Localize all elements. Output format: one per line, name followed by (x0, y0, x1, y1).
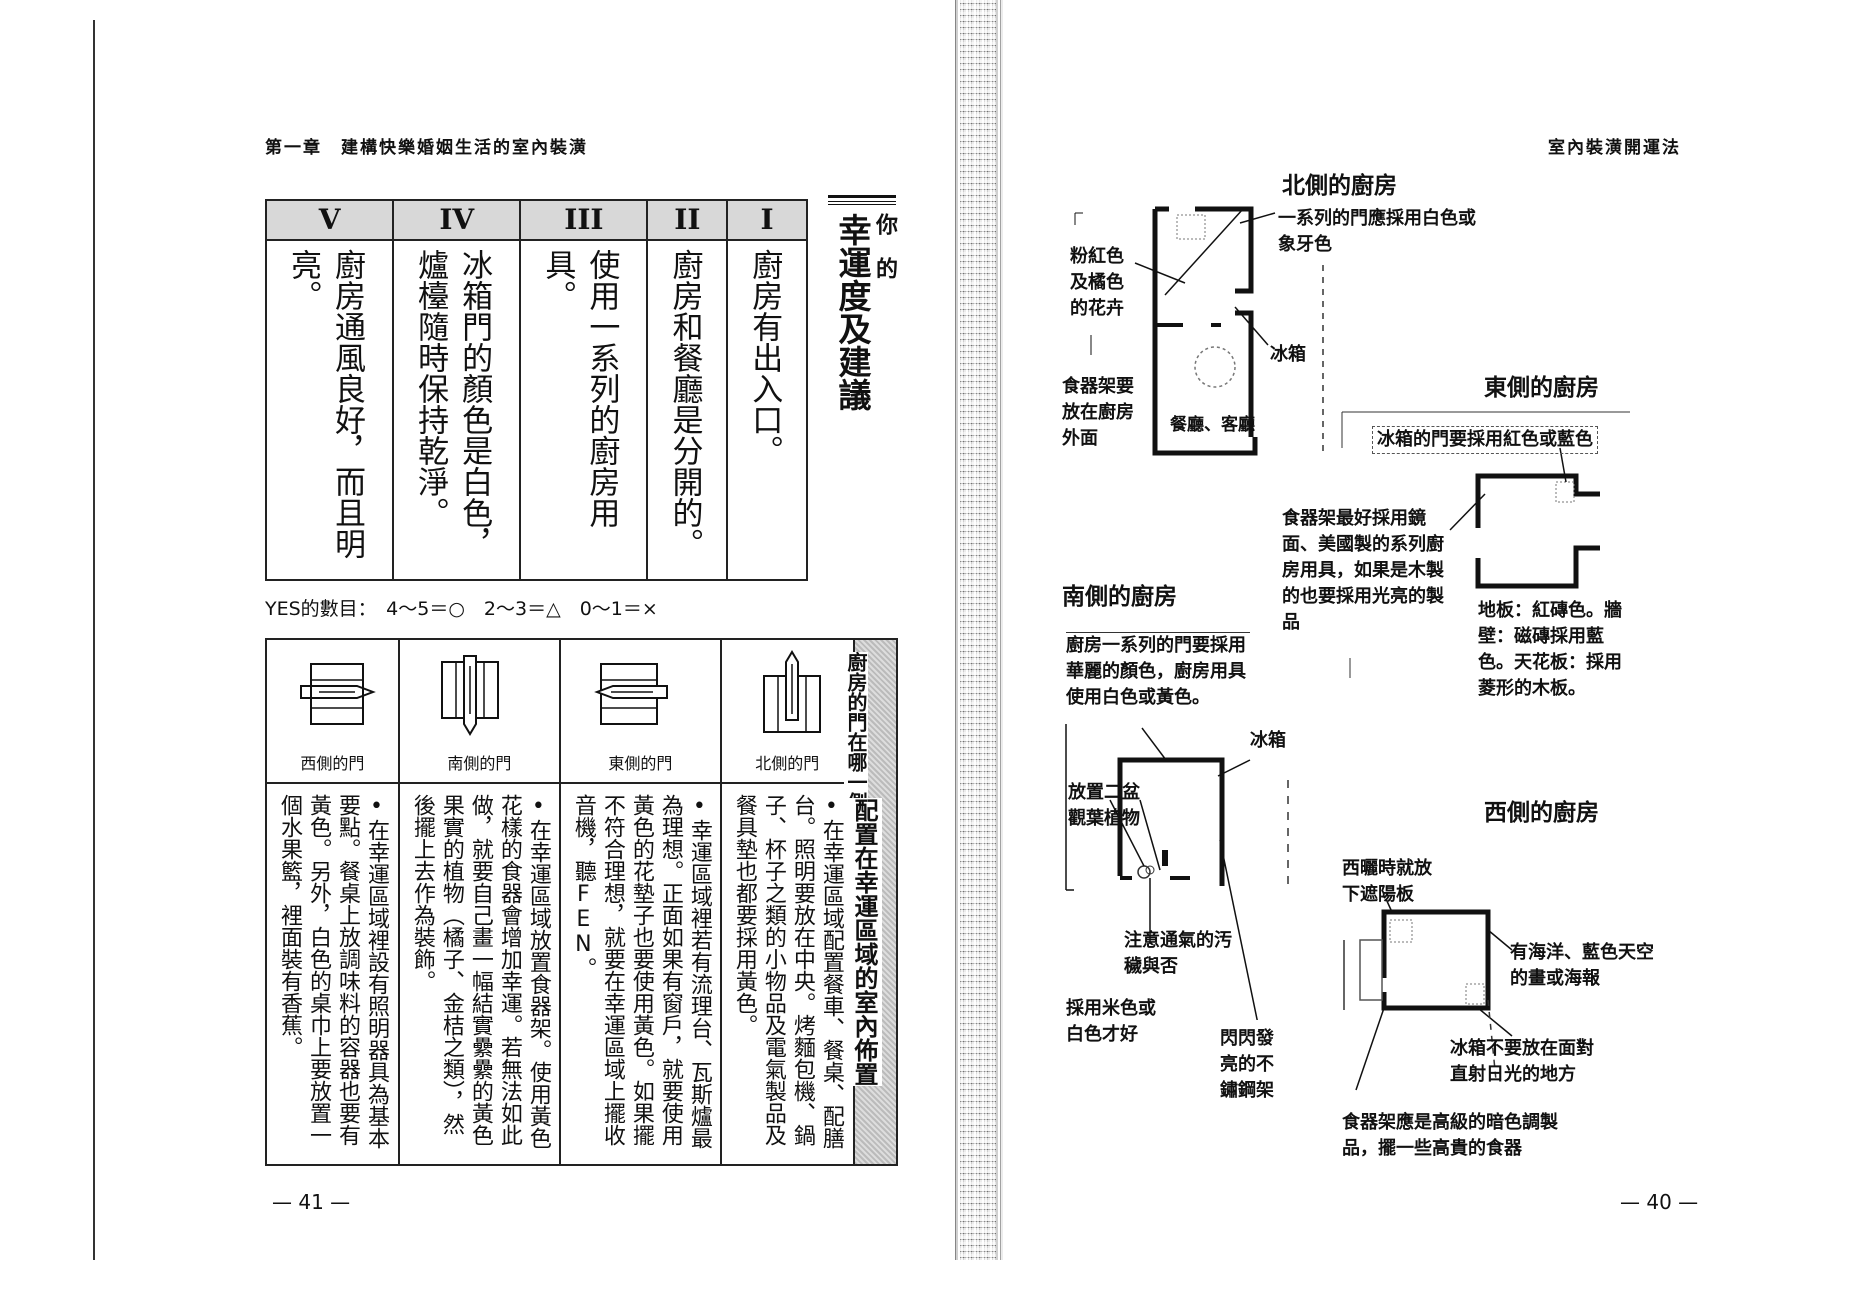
south-door-label: 南側的門 (447, 754, 512, 773)
south-note-color: 採用米色或白色才好 (1066, 998, 1156, 1045)
west-note-rack: 食器架應是高級的暗色調製品，擺一些高貴的食器 (1342, 1112, 1558, 1159)
west-note-shade: 西曬時就放下遮陽板 (1342, 858, 1432, 905)
south-note-doors: 廚房一系列的門要採用華麗的顏色，廚房用具使用白色或黃色。 (1066, 632, 1250, 711)
north-kitchen-title: 北側的廚房 (1282, 173, 1397, 199)
west-kitchen-plan (1343, 900, 1513, 1091)
side-title-block: 你 的 幸運度及建議 (828, 195, 897, 437)
east-note-rack: 食器架最好採用鏡面、美國製的系列廚房用具，如果是木製的也要採用光亮的製品 (1282, 508, 1444, 633)
header-iii: III (519, 199, 649, 241)
layout-table: 西側的門 南側的門 (265, 638, 899, 1166)
north-door-box: 北側的門 (722, 640, 853, 782)
south-note-rack: 閃閃發亮的不鏽鋼架 (1220, 1028, 1274, 1101)
fortune-cell-ii: 廚房和餐廳是分開的。 (666, 249, 703, 559)
south-door-box: 南側的門 (400, 640, 559, 782)
fortune-cell-i: 廚房有出入口。 (746, 249, 783, 466)
lucky-area-title: 配置在幸運區域的室內佈置 (847, 798, 882, 1086)
fortune-cell-v: 廚房通風良好，而且明亮。 (285, 249, 365, 559)
north-note-flowers: 粉紅色及橘色的花卉 (1070, 246, 1124, 319)
east-note-fridge: 冰箱的門要採用紅色或藍色 (1372, 426, 1598, 454)
east-kitchen-title: 東側的廚房 (1484, 375, 1599, 401)
north-note-rack: 食器架要放在廚房外面 (1062, 376, 1134, 449)
east-door-label: 東側的門 (608, 754, 673, 773)
north-kitchen-plan (1074, 206, 1324, 456)
header-i: I (726, 199, 808, 241)
header-ii: II (646, 199, 729, 241)
right-page-header: 室內裝潢開運法 (1548, 138, 1681, 158)
west-door-icon (300, 663, 376, 725)
east-kitchen-plan (1341, 411, 1630, 678)
header-v: V (264, 199, 395, 241)
west-door-advice: •在幸運區域裡設有照明器具為基本要點。餐桌上放調味料的容器也要有黃色。另外，白色… (277, 794, 389, 1149)
header-iv: IV (392, 199, 522, 241)
south-door-icon (440, 655, 499, 736)
fortune-cell-iii: 使用一系列的廚房用具。 (539, 249, 620, 528)
south-note-fridge: 冰箱 (1250, 730, 1286, 751)
west-note-fridge: 冰箱不要放在面對直射日光的地方 (1450, 1038, 1594, 1085)
south-note-vent: 注意通氣的汚穢與否 (1124, 930, 1232, 977)
north-note-dining: 餐廳、客廳 (1170, 415, 1255, 435)
west-door-box: 西側的門 (267, 640, 398, 782)
south-kitchen-plan (1065, 724, 1289, 1020)
page-edge-rule (93, 20, 95, 1260)
north-door-icon (762, 650, 821, 733)
left-page-number: — 41 — (272, 1190, 351, 1214)
north-door-advice: •在幸運區域配置餐車、餐桌、配膳台。照明要放在中央。烤麵包機、鍋子、杯子之類的小… (731, 794, 844, 1149)
south-door-advice: •在幸運區域放置食器架。使用黃色花樣的食器會增加幸運。若無法如此做，就要自己畫一… (409, 794, 551, 1149)
fortune-cell-iv: 冰箱門的顏色是白色，爐檯隨時保持乾淨。 (412, 249, 493, 559)
west-kitchen-title: 西側的廚房 (1484, 800, 1599, 826)
side-title-big: 幸運度及建議 (833, 213, 872, 411)
east-door-box: 東側的門 (561, 640, 720, 782)
north-note-doors: 一系列的門應採用白色或象牙色 (1278, 208, 1476, 255)
west-door-label: 西側的門 (300, 754, 365, 773)
south-kitchen-title: 南側的廚房 (1062, 584, 1177, 610)
left-page-header: 第一章 建構快樂婚姻生活的室內裝潢 (265, 138, 588, 158)
south-note-plants: 放置二盆觀葉植物 (1068, 782, 1140, 829)
fortune-table: V IV III II I 廚房通風良好，而且明亮。 冰箱門的顏色是白色，爐檯隨… (264, 199, 808, 581)
north-door-label: 北側的門 (755, 754, 820, 773)
book-spine-noise (960, 0, 996, 1260)
right-page-number: — 40 — (1620, 1190, 1699, 1214)
yes-count-legend: YES的數目： 4〜5＝○ 2〜3＝△ 0〜1＝× (265, 598, 658, 620)
side-title-small: 你 的 (872, 213, 897, 279)
north-note-fridge: 冰箱 (1270, 344, 1306, 365)
east-note-floor: 地板：紅磚色。牆壁：磁磚採用藍色。天花板：採用菱形的木板。 (1478, 600, 1622, 699)
east-door-advice: •幸運區域裡若有流理台、瓦斯爐最為理想。正面如果有窗戶，就要使用黃色的花墊子也要… (570, 794, 712, 1149)
west-note-picture: 有海洋、藍色天空的畫或海報 (1510, 942, 1654, 989)
east-door-icon (594, 663, 668, 725)
